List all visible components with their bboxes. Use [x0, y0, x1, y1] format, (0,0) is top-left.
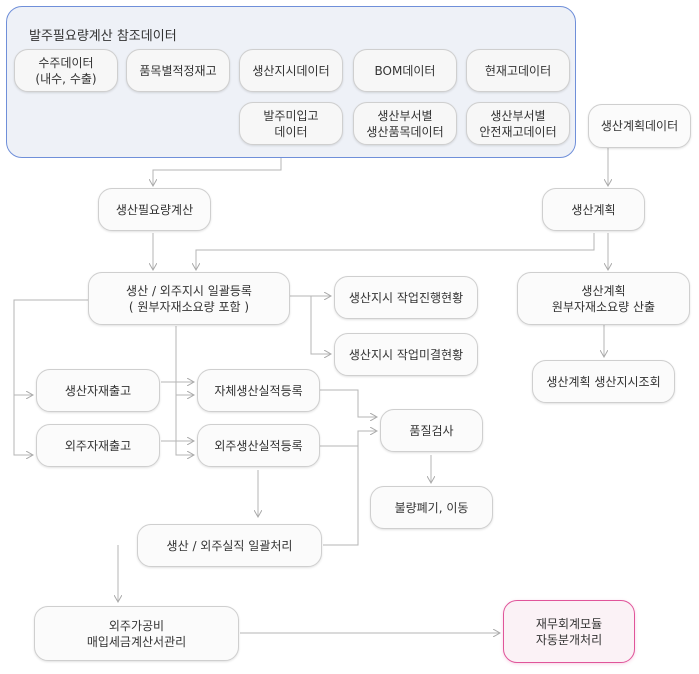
prod-order-data-node[interactable]: 생산지시데이터	[239, 49, 343, 92]
item-stock-node[interactable]: 품목별적정재고	[126, 49, 230, 92]
progress-status-node[interactable]: 생산지시 작업진행현황	[334, 276, 478, 319]
plan-node[interactable]: 생산계획	[542, 188, 645, 231]
arrow-bulk-left-branch	[13, 299, 88, 455]
prod-material-out-node[interactable]: 생산자재출고	[36, 369, 160, 412]
defect-node[interactable]: 불량폐기, 이동	[370, 486, 493, 529]
bulk-register-node[interactable]: 생산 / 외주지시 일괄등록 ( 원부자재소요량 포함 )	[88, 272, 290, 325]
order-data-node[interactable]: 수주데이터 (내수, 수출)	[14, 49, 118, 92]
arrow-bulkres-to-quality	[323, 430, 377, 546]
plan-data-node[interactable]: 생산계획데이터	[588, 104, 691, 148]
accounting-node[interactable]: 재무회계모듈 자동분개처리	[503, 600, 635, 663]
quality-node[interactable]: 품질검사	[380, 409, 483, 452]
self-result-node[interactable]: 자체생산실적등록	[197, 369, 320, 412]
dept-safety-stock-node[interactable]: 생산부서별 안전재고데이터	[466, 102, 570, 145]
arrow-self-to-quality	[320, 389, 377, 417]
arrow-panel-to-req	[153, 158, 282, 186]
out-material-out-node[interactable]: 외주자재출고	[36, 424, 160, 467]
arrow-outres-to-quality	[320, 431, 377, 447]
out-result-node[interactable]: 외주생산실적등록	[197, 424, 320, 467]
arrow-bulk-down-branch	[175, 326, 194, 455]
invoice-node[interactable]: 외주가공비 매입세금계산서관리	[34, 606, 239, 661]
current-stock-data-node[interactable]: 현재고데이터	[466, 49, 570, 92]
req-calc-node[interactable]: 생산필요량계산	[98, 188, 211, 231]
arrow-bulk-to-incomplete	[310, 296, 331, 354]
incomplete-status-node[interactable]: 생산지시 작업미결현황	[334, 333, 478, 376]
panel-title: 발주필요량계산 참조데이터	[29, 29, 177, 44]
bulk-result-node[interactable]: 생산 / 외주실직 일괄처리	[137, 524, 322, 567]
plan-inquiry-node[interactable]: 생산계획 생산지시조회	[532, 360, 675, 403]
arrow-plan-to-bulk	[196, 233, 595, 270]
plan-material-calc-node[interactable]: 생산계획 원부자재소요량 산출	[517, 272, 690, 325]
unreceived-data-node[interactable]: 발주미입고 데이터	[239, 102, 343, 145]
bom-data-node[interactable]: BOM데이터	[353, 49, 457, 92]
dept-item-data-node[interactable]: 생산부서별 생산품목데이터	[353, 102, 457, 145]
